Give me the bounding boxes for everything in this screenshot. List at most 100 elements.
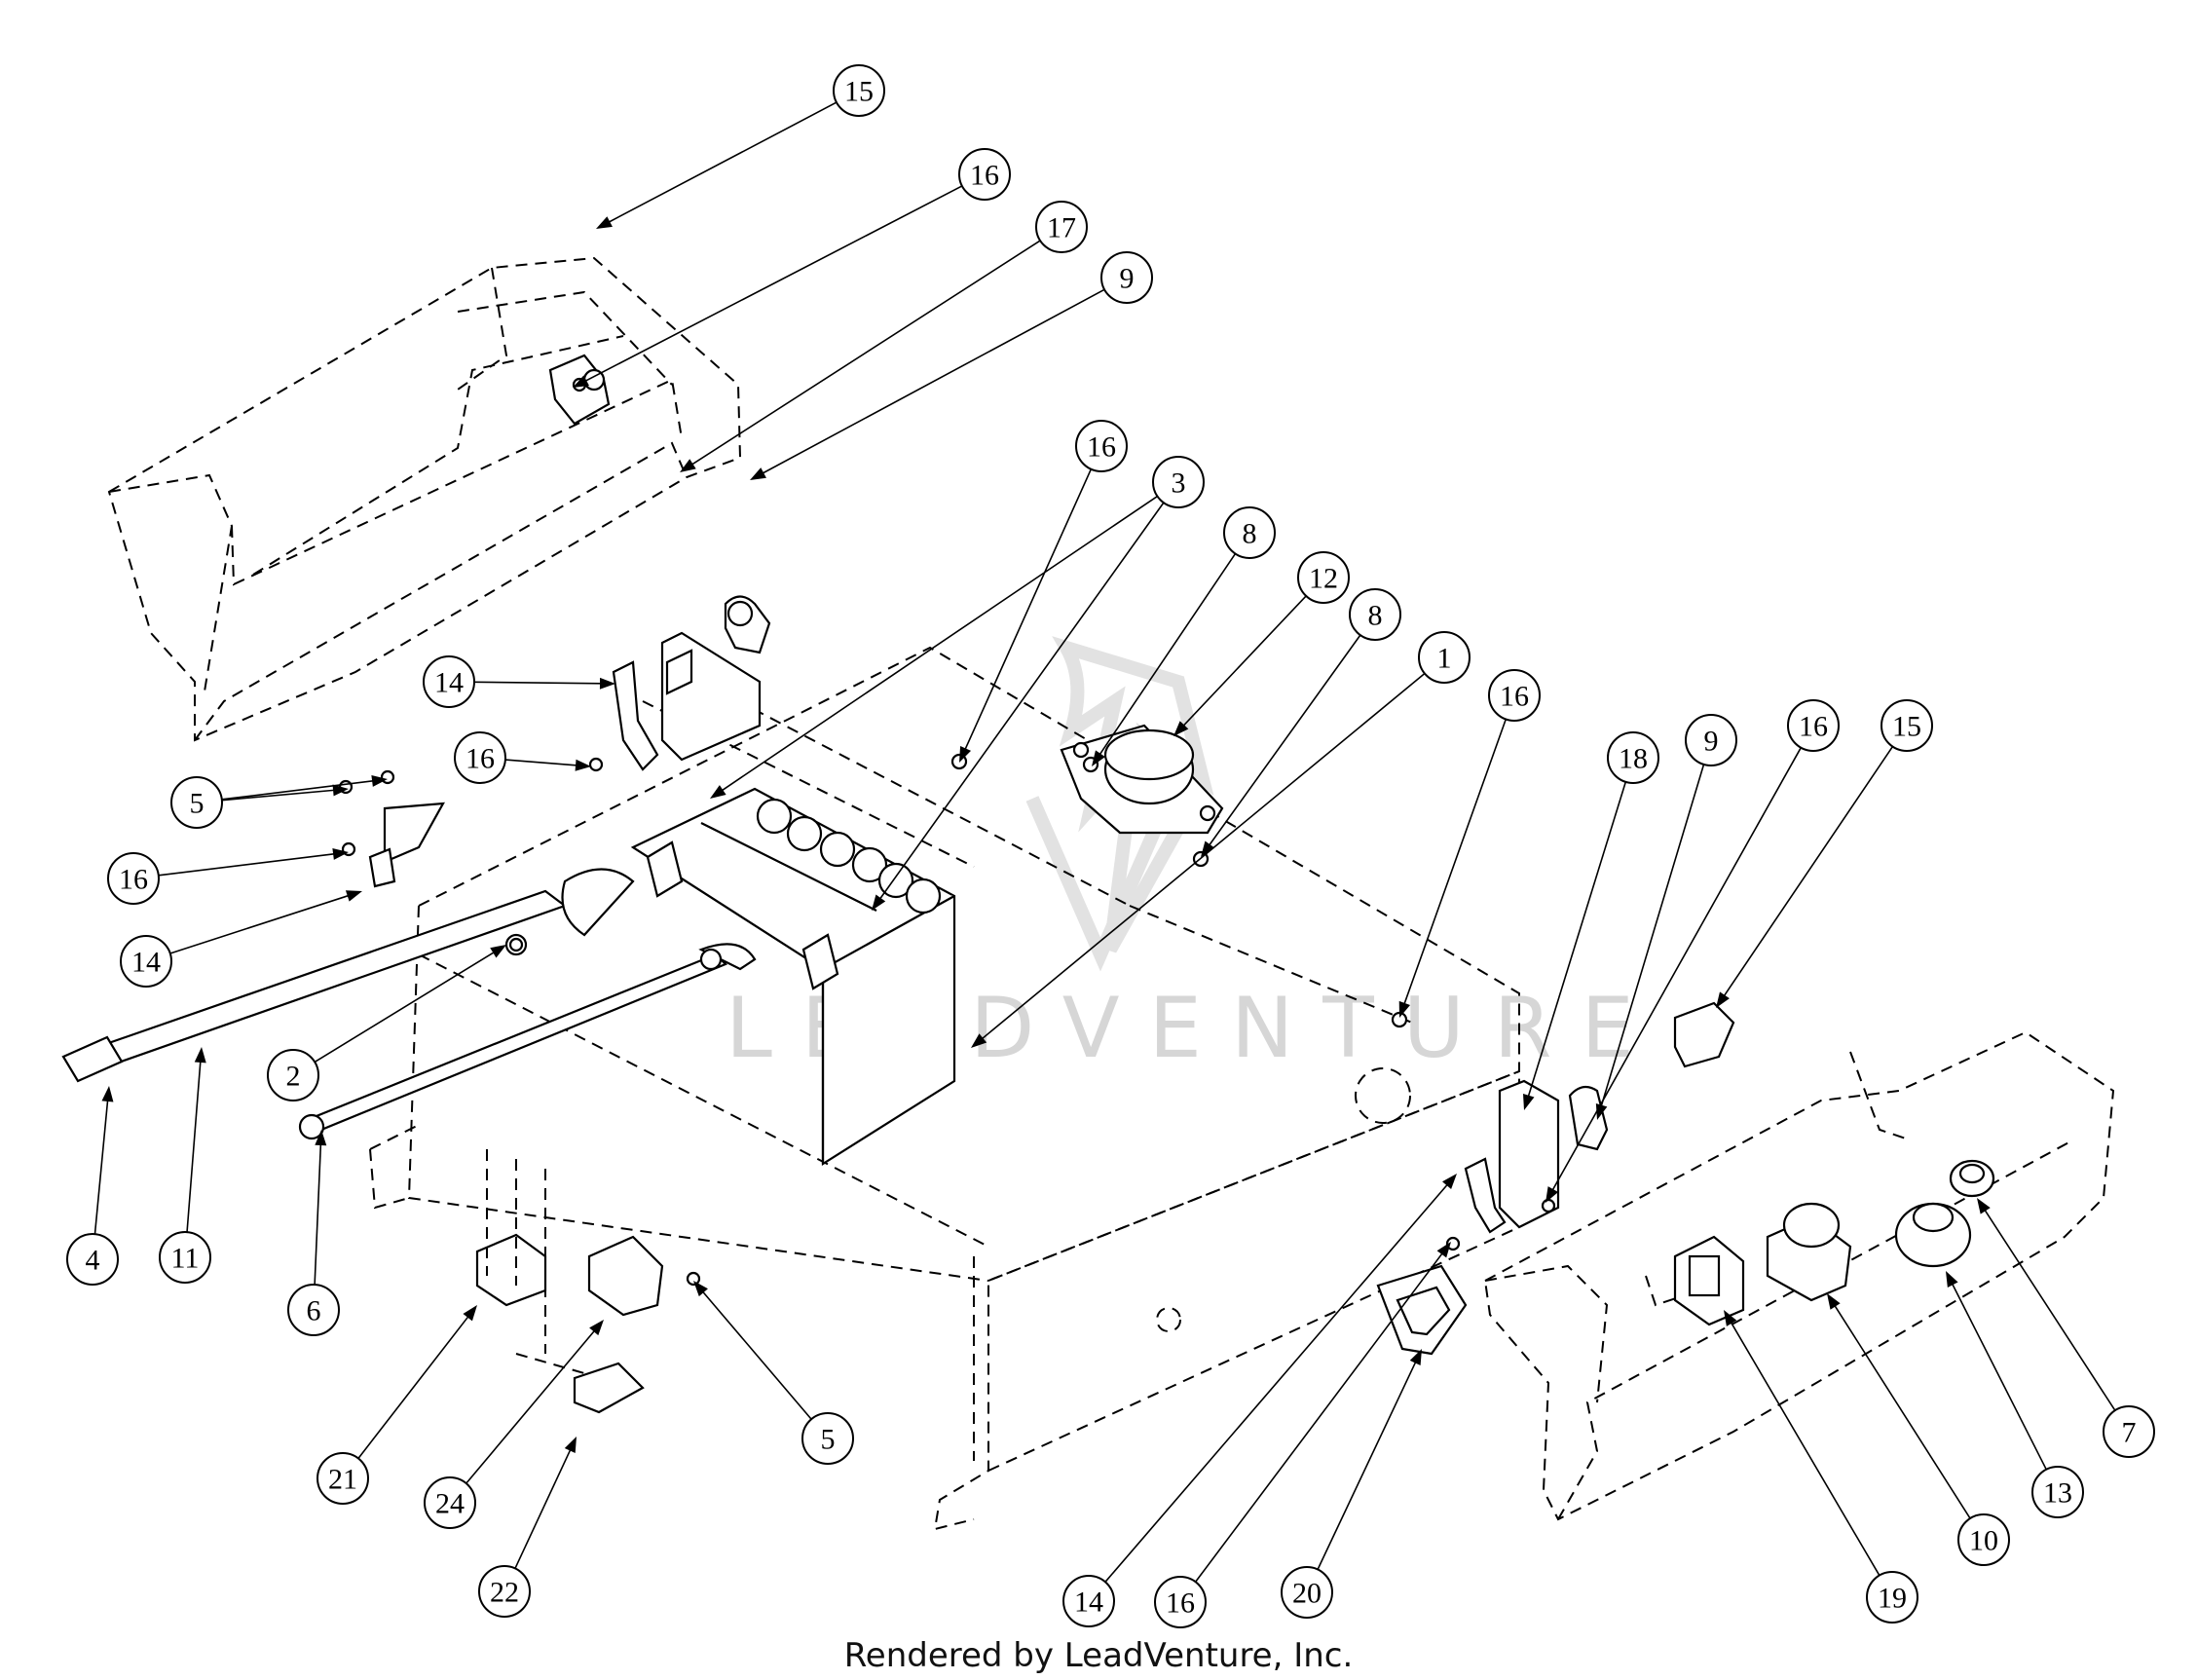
- callout-circle: [317, 1452, 369, 1505]
- leader-arrow-14: [1442, 1174, 1457, 1190]
- callout-number: 16: [970, 160, 999, 192]
- callout-number: 7: [2122, 1417, 2137, 1449]
- leader-arrow-5: [693, 1281, 708, 1297]
- callout-circle: [170, 776, 223, 829]
- callout-number: 9: [1704, 726, 1719, 758]
- callout-number: 16: [1166, 1587, 1195, 1620]
- callout-number: 4: [86, 1245, 100, 1277]
- callout-circle: [1062, 1575, 1115, 1627]
- leader-line-15: [608, 101, 838, 224]
- callout-number: 16: [119, 864, 148, 896]
- leader-line-16: [1402, 719, 1508, 1006]
- callout-number: 11: [171, 1243, 200, 1275]
- leader-arrow-3: [710, 785, 726, 799]
- callout-circle: [287, 1284, 340, 1336]
- callout-19: 19: [1866, 1571, 1918, 1624]
- callout-14: 14: [120, 935, 172, 988]
- callout-number: 3: [1172, 467, 1186, 500]
- callout-circle: [1152, 456, 1205, 508]
- right-brackets: [1376, 1001, 1735, 1356]
- leader-arrow-16: [1398, 1000, 1411, 1018]
- lower-left-relays: [475, 1149, 664, 1414]
- callout-20: 20: [1281, 1566, 1333, 1619]
- callout-circle: [1418, 631, 1471, 684]
- leader-arrow-8: [1201, 840, 1215, 857]
- callout-number: 22: [490, 1577, 519, 1609]
- callout-number: 14: [131, 947, 161, 979]
- callout-24: 24: [424, 1476, 476, 1529]
- leader-line-16: [964, 468, 1093, 751]
- callout-number: 9: [1120, 263, 1135, 295]
- callout-circle: [120, 935, 172, 988]
- leader-line-7: [1983, 1209, 2116, 1411]
- callout-14: 14: [1062, 1575, 1115, 1627]
- callout-circle: [1787, 699, 1840, 752]
- callout-8: 8: [1223, 506, 1276, 559]
- callout-number: 17: [1047, 212, 1076, 244]
- callout-12: 12: [1297, 551, 1350, 604]
- callout-number: 12: [1309, 563, 1338, 595]
- leader-line-15: [1723, 746, 1894, 997]
- callout-number: 24: [435, 1488, 465, 1520]
- leader-line-4: [93, 1099, 109, 1235]
- callout-circle: [1100, 251, 1153, 304]
- callout-16: 16: [107, 852, 160, 905]
- callout-number: 1: [1437, 643, 1452, 675]
- leader-line-3: [721, 495, 1158, 792]
- leader-arrow-20: [1409, 1349, 1422, 1366]
- leader-line-11: [186, 1060, 202, 1233]
- callout-21: 21: [317, 1452, 369, 1505]
- callout-number: 21: [328, 1464, 357, 1496]
- callout-number: 5: [821, 1424, 836, 1456]
- callout-4: 4: [66, 1233, 119, 1286]
- leader-arrow-16: [959, 745, 972, 763]
- callout-16: 16: [1154, 1576, 1207, 1628]
- upper-dash-panel: [107, 256, 742, 742]
- footer-credit: Rendered by LeadVenture, Inc.: [843, 1636, 1354, 1675]
- callout-circle: [1035, 201, 1088, 253]
- callout-16: 16: [1488, 669, 1541, 722]
- callout-number: 20: [1292, 1578, 1322, 1610]
- callout-16: 16: [1787, 699, 1840, 752]
- leader-line-16: [158, 852, 336, 877]
- leader-arrow-5: [371, 774, 388, 787]
- callout-5: 5: [801, 1412, 854, 1465]
- leader-arrow-11: [194, 1047, 206, 1064]
- callout-number: 2: [286, 1061, 301, 1093]
- callout-7: 7: [2103, 1405, 2155, 1458]
- callout-number: 16: [1799, 711, 1828, 743]
- leader-arrow-15: [1716, 991, 1730, 1008]
- callout-circle: [1880, 699, 1933, 752]
- console-switches: [1673, 1159, 1995, 1326]
- callout-22: 22: [478, 1565, 531, 1618]
- leader-line-16: [504, 759, 578, 766]
- leader-line-12: [1182, 595, 1307, 728]
- leader-arrow-16: [573, 375, 589, 388]
- callout-number: 6: [307, 1295, 321, 1327]
- leader-arrow-18: [1522, 1093, 1535, 1110]
- leader-arrow-1: [971, 1033, 987, 1048]
- callout-circle: [1075, 420, 1128, 472]
- callout-number: 16: [1500, 681, 1529, 713]
- leader-line-6: [314, 1142, 322, 1286]
- callout-number: 14: [1074, 1587, 1103, 1619]
- callout-circle: [958, 148, 1011, 201]
- callout-circle: [1297, 551, 1350, 604]
- upper-brackets: [368, 354, 771, 888]
- leader-arrow-2: [490, 945, 506, 958]
- leader-line-22: [514, 1448, 572, 1569]
- callout-circle: [2031, 1466, 2084, 1518]
- leader-line-17: [690, 240, 1041, 467]
- callout-15: 15: [1880, 699, 1933, 752]
- callout-number: 15: [1892, 711, 1921, 743]
- callout-circle: [66, 1233, 119, 1286]
- callout-10: 10: [1957, 1513, 2010, 1566]
- leader-arrow-12: [1173, 721, 1189, 736]
- leader-line-19: [1730, 1321, 1880, 1576]
- callout-number: 13: [2043, 1477, 2072, 1510]
- callout-circle: [454, 731, 506, 784]
- callout-circle: [159, 1231, 211, 1284]
- leader-arrow-19: [1724, 1310, 1737, 1326]
